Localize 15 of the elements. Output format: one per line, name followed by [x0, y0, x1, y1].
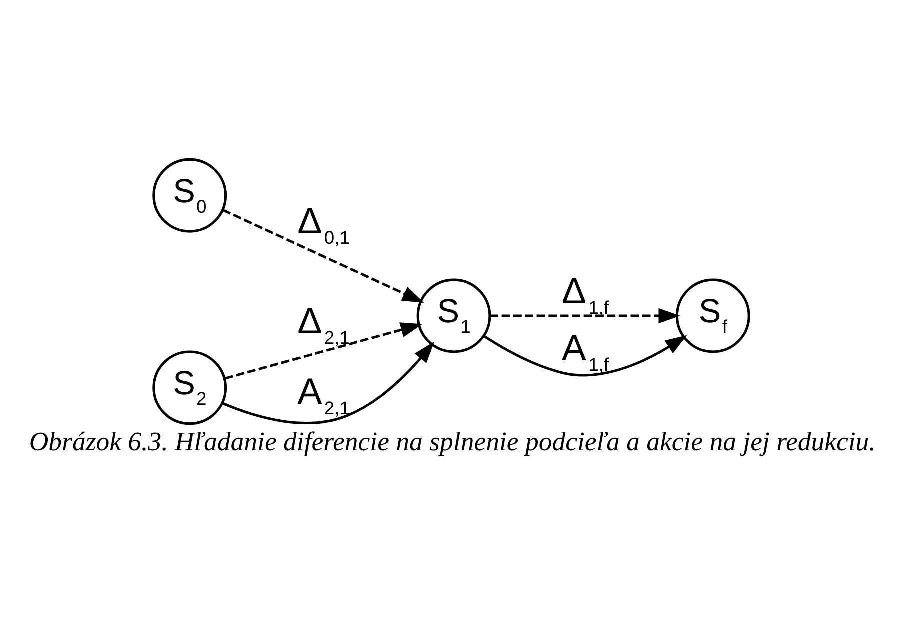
edge-label: A$_{1,f}$: [562, 326, 610, 374]
arrow: [484, 334, 688, 376]
node-circle: S$_{0}$: [152, 158, 228, 232]
edge-label: Δ$_{1,f}$: [562, 270, 610, 318]
arrow: [224, 322, 423, 380]
arrow: [222, 208, 424, 303]
node-circle: S$_{2}$: [152, 350, 228, 425]
edge-label: Δ$_{0,1}$: [298, 200, 350, 248]
edge-label: A$_{2,1}$: [298, 370, 350, 418]
node-circle: S$_{1}$: [416, 278, 492, 353]
node-circle: S$_{f}$: [676, 278, 750, 353]
caption: Obrázok 6.3. Hľadanie diferencie na splnenie podcieľa a akcie na jej redukciu.: [29, 426, 876, 456]
arrow: [490, 308, 680, 324]
arrow: [222, 341, 435, 424]
edge-label: Δ$_{2,1}$: [298, 300, 350, 348]
